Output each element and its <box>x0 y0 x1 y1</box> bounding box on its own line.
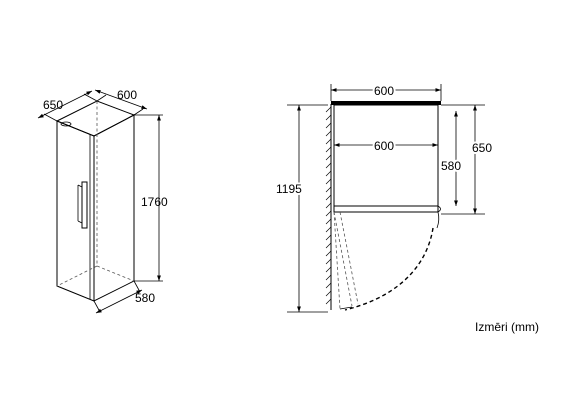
body-depth-label: 580 <box>441 159 461 173</box>
top-width-label: 600 <box>374 84 394 98</box>
total-height-label: 1195 <box>276 182 302 196</box>
depth-label: 650 <box>472 141 492 155</box>
open-door-outer <box>333 211 353 307</box>
open-door-inner <box>339 211 359 305</box>
door-closed <box>333 205 439 213</box>
fridge-front-face <box>56 120 95 302</box>
wall-hatching <box>325 106 332 305</box>
isometric-view: 650 600 1760 580 <box>37 88 168 314</box>
side-view: 600 600 1195 650 580 <box>274 82 494 313</box>
units-label: Izmēri (mm) <box>475 320 539 334</box>
fridge-body <box>333 104 439 207</box>
inner-width-label: 600 <box>374 139 394 153</box>
door-swing-arc <box>344 227 434 311</box>
hinge-icon <box>60 121 72 127</box>
iso-depth-label: 650 <box>43 98 63 112</box>
top-cover <box>331 101 441 105</box>
door-handle <box>81 181 88 229</box>
iso-width-label: 600 <box>117 88 137 102</box>
iso-width-dimension <box>94 89 148 110</box>
iso-foot-depth-label: 580 <box>135 291 155 305</box>
iso-depth-dimension <box>37 90 93 119</box>
iso-foot-depth-dimension <box>95 289 143 314</box>
iso-height-label: 1760 <box>141 195 168 209</box>
fridge-top-face <box>55 100 136 137</box>
hidden-bottom-edge <box>96 265 135 282</box>
